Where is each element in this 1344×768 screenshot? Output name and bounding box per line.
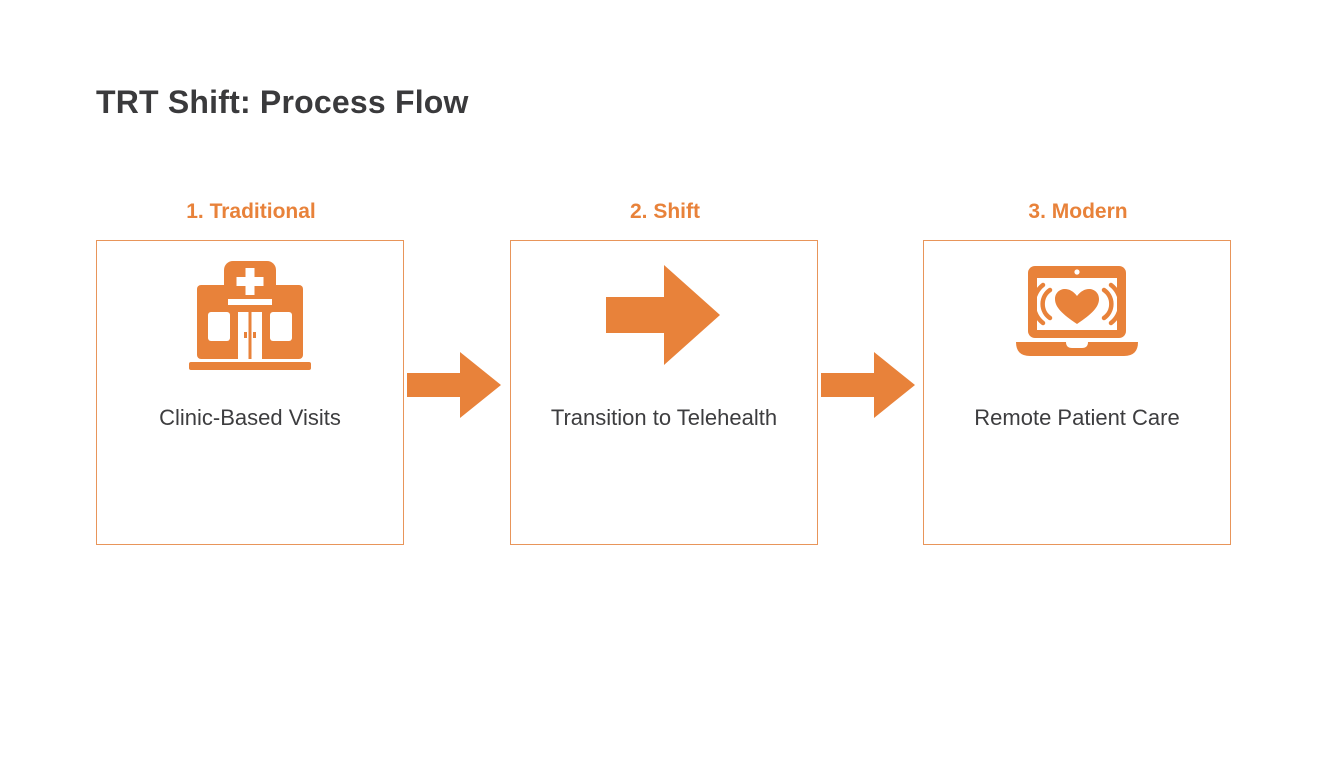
right-arrow-icon xyxy=(510,255,818,375)
process-step-2[interactable]: 2. Shift Transition to Telehealth xyxy=(510,200,820,550)
page-title: TRT Shift: Process Flow xyxy=(96,84,469,120)
process-flow-diagram: 1. Traditional xyxy=(96,200,1233,550)
step-1-caption: Clinic-Based Visits xyxy=(159,405,341,430)
step-2-label: 2. Shift xyxy=(629,200,700,223)
step-1-label: 1. Traditional xyxy=(186,200,316,223)
step-2-caption: Transition to Telehealth xyxy=(550,405,778,430)
process-step-1[interactable]: 1. Traditional xyxy=(96,200,406,550)
step-3-label: 3. Modern xyxy=(1028,200,1128,223)
hospital-clinic-icon xyxy=(96,255,404,375)
step-3-caption: Remote Patient Care xyxy=(974,405,1180,430)
arrow-right-icon-1 xyxy=(407,350,503,420)
laptop-heart-telehealth-icon xyxy=(923,255,1231,375)
arrow-right-icon-2 xyxy=(821,350,917,420)
process-step-3[interactable]: 3. Modern xyxy=(923,200,1233,550)
